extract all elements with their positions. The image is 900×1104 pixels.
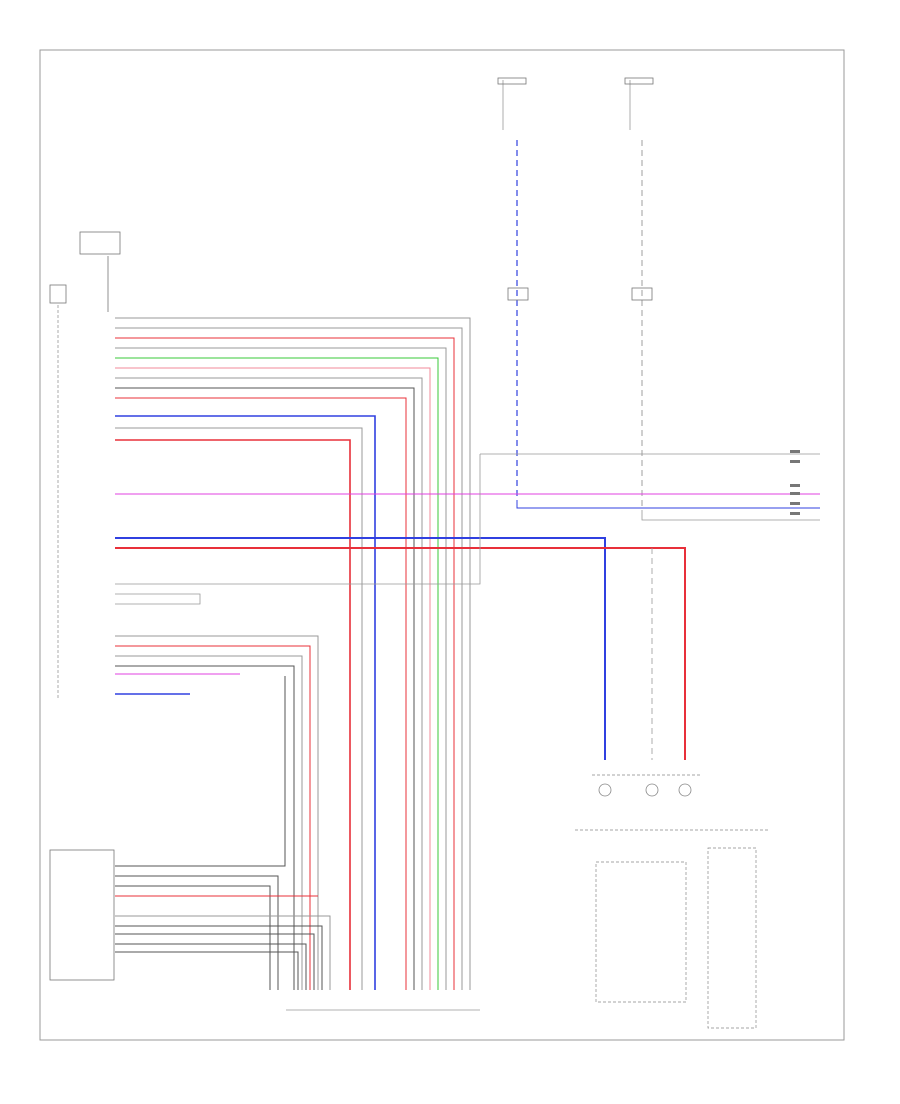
left-loop-wire bbox=[115, 593, 201, 605]
diagram-frame bbox=[39, 49, 845, 1041]
left-top-module bbox=[79, 231, 121, 255]
right-switch-assembly bbox=[575, 774, 770, 1029]
crossing-wires bbox=[115, 453, 820, 760]
top-connector-1 bbox=[497, 77, 529, 500]
left-top-connector bbox=[49, 284, 67, 304]
top-connector-2 bbox=[624, 77, 654, 510]
left-harness-wires bbox=[115, 317, 471, 990]
bottom-left-module bbox=[49, 849, 115, 981]
lower-left-wires bbox=[115, 635, 319, 990]
bottom-left-module-wires bbox=[115, 875, 331, 990]
right-wire-ends bbox=[790, 450, 800, 515]
